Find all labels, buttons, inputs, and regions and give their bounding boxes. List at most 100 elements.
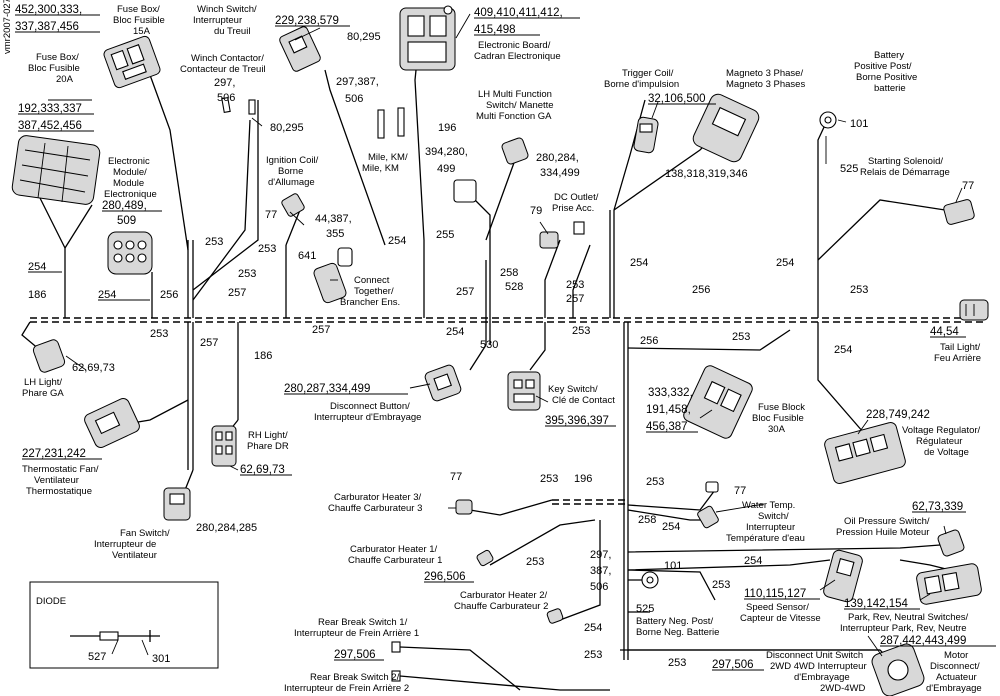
svg-text:253: 253 bbox=[572, 325, 590, 337]
svg-text:Feu Arrière: Feu Arrière bbox=[934, 353, 981, 364]
mile-km-label: Mile, KM/ Mile, KM bbox=[362, 152, 408, 174]
thermostatic-fan-label: Thermostatic Fan/ Ventilateur Thermostat… bbox=[22, 464, 99, 497]
svg-text:20A: 20A bbox=[56, 74, 74, 85]
svg-text:Battery: Battery bbox=[874, 50, 904, 61]
voltage-regulator-label: Voltage Regulator/ Régulateur de Voltage bbox=[902, 425, 981, 458]
svg-text:254: 254 bbox=[744, 555, 762, 567]
svg-text:Ignition Coil/: Ignition Coil/ bbox=[266, 155, 319, 166]
carburator-heater-2 bbox=[546, 608, 564, 624]
svg-text:Magneto 3 Phase/: Magneto 3 Phase/ bbox=[726, 68, 803, 79]
motor-disconnect bbox=[871, 643, 925, 696]
svg-text:Interrupteur de Frein Arrière: Interrupteur de Frein Arrière 2 bbox=[284, 683, 409, 694]
svg-text:Trigger Coil/: Trigger Coil/ bbox=[622, 68, 674, 79]
svg-text:Park, Rev, Neutral Switches/: Park, Rev, Neutral Switches/ bbox=[848, 612, 969, 623]
park-rev-neutral-switch bbox=[916, 563, 982, 605]
carb-heater-3-label: Carburator Heater 3/ Chauffe Carburateur… bbox=[328, 492, 422, 514]
fuse-box-15a bbox=[103, 35, 161, 89]
svg-text:Magneto 3 Phases: Magneto 3 Phases bbox=[726, 79, 805, 90]
svg-text:253: 253 bbox=[712, 579, 730, 591]
svg-text:509: 509 bbox=[117, 215, 136, 227]
connect-ref-44: 44,387, 355 bbox=[315, 213, 352, 240]
battery-negative-post bbox=[641, 571, 659, 589]
electronic-module-label: Electronic Module/ Module Electronique bbox=[104, 156, 157, 200]
tail-light bbox=[959, 299, 989, 321]
svg-text:Disconnect Unit Switch: Disconnect Unit Switch bbox=[766, 650, 863, 661]
lh-multifunction-ref-394: 394,280, 499 bbox=[425, 146, 468, 175]
trigger-coil-label: Trigger Coil/ Borne d'impulsion bbox=[604, 68, 679, 90]
winch-contactor-ref: 297, 506 bbox=[214, 77, 235, 104]
svg-text:254: 254 bbox=[834, 344, 852, 356]
diode-legend-box bbox=[29, 581, 219, 669]
battery-positive-ref: 101 bbox=[850, 118, 868, 130]
svg-text:186: 186 bbox=[254, 350, 272, 362]
winch-switch-label: Winch Switch/ Interrupteur du Treuil bbox=[193, 4, 257, 37]
svg-text:254: 254 bbox=[98, 289, 116, 301]
svg-text:Bloc Fusible: Bloc Fusible bbox=[752, 413, 804, 424]
svg-text:Ventilateur: Ventilateur bbox=[34, 475, 79, 486]
svg-text:254: 254 bbox=[662, 521, 680, 533]
svg-text:Switch/ Manette: Switch/ Manette bbox=[486, 100, 554, 111]
svg-text:253: 253 bbox=[646, 476, 664, 488]
carburator-heater-1 bbox=[476, 549, 494, 567]
voltage-regulator bbox=[824, 422, 906, 484]
svg-text:d'Embrayage: d'Embrayage bbox=[926, 683, 982, 694]
svg-text:191,458,: 191,458, bbox=[646, 404, 691, 416]
tail-light-label: Tail Light/ Feu Arrière bbox=[934, 342, 981, 364]
connect-together-connector bbox=[313, 247, 353, 304]
svg-text:415,498: 415,498 bbox=[474, 24, 516, 36]
svg-text:256: 256 bbox=[160, 289, 178, 301]
svg-text:254: 254 bbox=[446, 326, 464, 338]
svg-text:257: 257 bbox=[312, 324, 330, 336]
electronic-module bbox=[107, 231, 153, 275]
svg-text:Interrupteur de: Interrupteur de bbox=[94, 539, 156, 550]
svg-text:253: 253 bbox=[238, 268, 256, 280]
svg-text:Thermostatique: Thermostatique bbox=[26, 486, 92, 497]
svg-text:Positive Post/: Positive Post/ bbox=[854, 61, 912, 72]
svg-text:Borne Positive: Borne Positive bbox=[856, 72, 917, 83]
svg-text:Capteur de Vitesse: Capteur de Vitesse bbox=[740, 613, 821, 624]
starting-solenoid bbox=[943, 199, 975, 225]
park-rev-neutral-label: Park, Rev, Neutral Switches/ Interrupteu… bbox=[840, 612, 969, 634]
svg-text:387,: 387, bbox=[590, 565, 611, 577]
battery-negative-label: Battery Neg. Post/ Borne Neg. Batterie bbox=[636, 616, 719, 638]
water-temp-ref: 77 bbox=[734, 485, 746, 497]
oil-pressure-label: Oil Pressure Switch/ Pression Huile Mote… bbox=[836, 516, 930, 538]
svg-text:Bloc Fusible: Bloc Fusible bbox=[113, 15, 165, 26]
key-switch-ref: 395,396,397 bbox=[545, 415, 609, 427]
park-rev-neutral-ref: 139,142,154 bbox=[844, 598, 909, 610]
svg-text:Disconnect Button/: Disconnect Button/ bbox=[330, 401, 410, 412]
key-switch bbox=[507, 371, 541, 411]
fan-switch-ref: 280,284,285 bbox=[196, 522, 257, 534]
svg-text:409,410,411,412,: 409,410,411,412, bbox=[474, 7, 563, 19]
mile-km-connector bbox=[377, 107, 405, 139]
svg-text:15A: 15A bbox=[133, 26, 151, 37]
svg-text:Rear Break Switch 2/: Rear Break Switch 2/ bbox=[310, 672, 400, 683]
fuse-box-20a bbox=[11, 135, 101, 205]
svg-text:256: 256 bbox=[692, 284, 710, 296]
rear-break-ref: 297,506 bbox=[334, 649, 376, 661]
electronic-board bbox=[399, 5, 456, 71]
svg-text:Module: Module bbox=[113, 178, 144, 189]
svg-text:44,387,: 44,387, bbox=[315, 213, 352, 225]
svg-text:Winch Switch/: Winch Switch/ bbox=[197, 4, 257, 15]
svg-text:Tail Light/: Tail Light/ bbox=[940, 342, 980, 353]
svg-text:280,489,: 280,489, bbox=[102, 200, 147, 212]
speed-sensor-ref: 110,115,127 bbox=[744, 588, 806, 600]
fuse-block-30a bbox=[683, 365, 753, 439]
disconnect-button-label: Disconnect Button/ Interrupteur d'Embray… bbox=[314, 401, 421, 423]
fan-switch-label: Fan Switch/ Interrupteur de Ventilateur bbox=[94, 528, 170, 561]
svg-text:Carburator Heater 1/: Carburator Heater 1/ bbox=[350, 544, 437, 555]
disconnect-unit-ref: 297,506 bbox=[712, 659, 754, 671]
svg-text:Battery Neg. Post/: Battery Neg. Post/ bbox=[636, 616, 713, 627]
svg-text:Fuse Box/: Fuse Box/ bbox=[117, 4, 160, 15]
svg-text:394,280,: 394,280, bbox=[425, 146, 468, 158]
svg-text:Interrupteur: Interrupteur bbox=[193, 15, 242, 26]
electronic-module-ref: 280,489, 509 bbox=[102, 200, 162, 227]
svg-text:297,: 297, bbox=[214, 77, 235, 89]
water-temp-switch bbox=[697, 481, 719, 529]
svg-text:Chauffe Carburateur 2: Chauffe Carburateur 2 bbox=[454, 601, 548, 612]
rear-break-switch-2 bbox=[391, 670, 401, 682]
svg-text:Multi Fonction GA: Multi Fonction GA bbox=[476, 111, 552, 122]
thermostatic-fan bbox=[84, 398, 140, 448]
